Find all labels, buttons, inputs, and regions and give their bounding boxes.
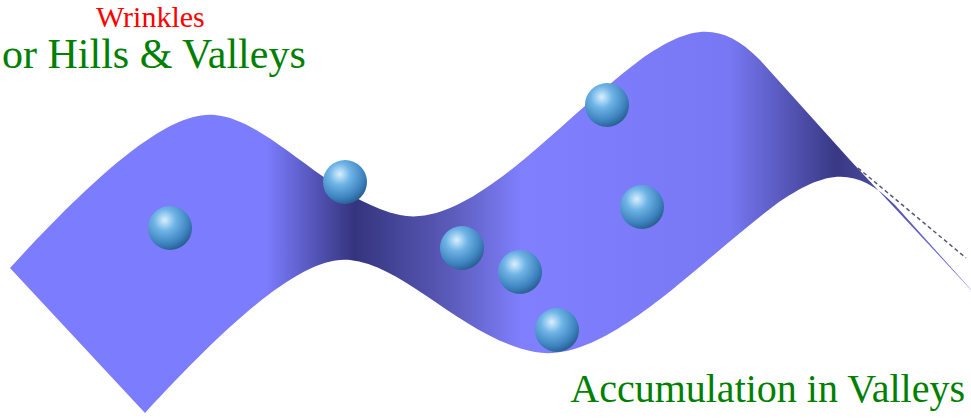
balls	[148, 83, 664, 352]
ball	[323, 160, 367, 204]
dashed-edge	[858, 168, 966, 258]
ball	[585, 83, 629, 127]
subtitle-text: or Hills & Valleys	[2, 30, 306, 78]
ball	[440, 226, 484, 270]
wavy-sheet	[10, 32, 971, 413]
ball	[620, 185, 664, 229]
ball	[498, 250, 542, 294]
title-word: Wrinkles	[96, 0, 205, 35]
ball	[535, 308, 579, 352]
ball	[148, 206, 192, 250]
caption-text: Accumulation in Valleys	[570, 366, 965, 412]
